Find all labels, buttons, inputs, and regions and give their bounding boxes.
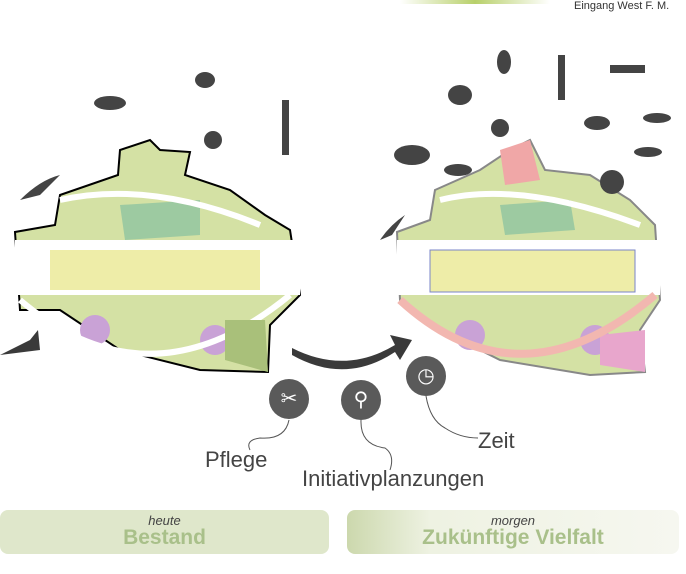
callout-line-care: [248, 419, 290, 451]
label-time: Zeit: [478, 428, 515, 453]
map-today: [13, 138, 302, 374]
header-fragment: Eingang West F. M.: [574, 0, 670, 12]
panel-today-title: Bestand: [123, 526, 206, 549]
clock-icon: ◷: [406, 356, 446, 396]
arrow-left: [0, 330, 40, 355]
shovel-icon: ⚲: [341, 380, 381, 420]
panel-future-sub: morgen: [490, 513, 536, 528]
panel-today: heute Bestand: [0, 510, 329, 554]
scissors-icon: ✂: [269, 379, 309, 419]
top-image-strip: [400, 0, 550, 4]
callout-line-time: [425, 395, 479, 439]
arrow-center: [292, 335, 412, 370]
species-silhouettes: [20, 50, 671, 240]
label-care: Pflege: [205, 447, 268, 472]
callout-line-planting: [360, 419, 393, 471]
map-future: [395, 138, 662, 377]
panel-future: morgen Zukünftige Vielfalt: [347, 510, 679, 554]
panel-today-sub: heute: [148, 513, 181, 528]
panel-future-title: Zukünftige Vielfalt: [422, 526, 604, 549]
label-planting: Initiativplanzungen: [302, 466, 485, 491]
